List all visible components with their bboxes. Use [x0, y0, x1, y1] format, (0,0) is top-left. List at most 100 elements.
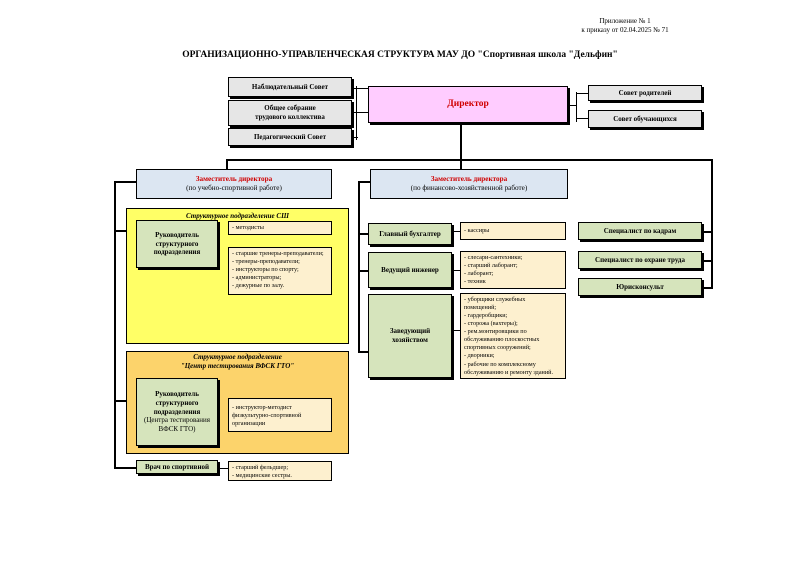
deputy-finance-subtitle: (по финансово-хозяйственной работе) — [410, 184, 528, 192]
staff-item: обслуживанию и ремонту зданий. — [464, 368, 554, 376]
connector — [576, 118, 588, 119]
staff-item: - медицинские сестры. — [232, 472, 292, 480]
connector — [114, 400, 126, 402]
connector — [358, 181, 370, 183]
deputy-sport-subtitle: (по учебно-спортивной работе) — [186, 184, 282, 192]
staff-item: физкультурно-спортивной — [232, 412, 302, 420]
division-sh-head-line-3: подразделения — [153, 248, 201, 257]
staff-item: - гардеробщики; — [464, 312, 508, 320]
connector — [576, 93, 588, 94]
staff-item: спортивных сооружений; — [464, 344, 531, 352]
connector — [460, 124, 462, 160]
general-meeting-line-2: трудового коллектива — [255, 113, 325, 121]
connector — [352, 137, 358, 138]
parents-council-label: Совет родителей — [618, 88, 672, 97]
doctor-staff-list: - старший фельдшер; - медицинские сестры… — [228, 461, 332, 481]
connector — [702, 260, 713, 262]
housekeeping-staff-list: - уборщики служебных помещений; - гардер… — [460, 293, 566, 379]
connector — [576, 92, 577, 122]
director-box: Директор — [368, 86, 568, 123]
staff-item: - уборщики служебных — [464, 296, 526, 303]
accountant-staff-list: - кассиры — [460, 222, 566, 240]
staff-item: - тренеры-преподаватели; — [232, 258, 300, 266]
general-meeting-box: Общее собрание трудового коллектива — [228, 100, 352, 126]
division-sh-staff-list: - старшие тренеры-преподаватели; - трене… — [228, 247, 332, 295]
staff-item: - инструктор-методист — [232, 404, 292, 411]
division-sh-head-box: Руководитель структурного подразделения — [136, 220, 218, 268]
connector — [352, 88, 368, 89]
hr-specialist-box: Специалист по кадрам — [578, 222, 702, 240]
division-sh-head-line-2: структурного — [155, 239, 199, 248]
pedagogical-council-box: Педагогический Совет — [228, 128, 352, 146]
deputy-sport-box: Заместитель директора (по учебно-спортив… — [136, 169, 332, 199]
supervisory-council-label: Наблюдательный Совет — [251, 82, 329, 91]
connector — [356, 86, 357, 140]
staff-item: организации — [232, 420, 266, 428]
staff-item: - старшие тренеры-преподаватели; — [232, 250, 324, 257]
division-gto-head-box: Руководитель структурного подразделения … — [136, 378, 218, 446]
connector — [358, 270, 368, 272]
staff-item: - техник — [464, 278, 486, 286]
connector — [226, 159, 713, 161]
connector — [568, 105, 576, 106]
engineer-label: Ведущий инженер — [381, 265, 439, 274]
staff-item: - старший фельдшер; — [232, 464, 289, 471]
connector — [702, 231, 713, 233]
lawyer-box: Юрисконсульт — [578, 278, 702, 296]
parents-council-box: Совет родителей — [588, 85, 702, 101]
page-title: ОРГАНИЗАЦИОННО-УПРАВЛЕНЧЕСКАЯ СТРУКТУРА … — [182, 50, 618, 60]
staff-item: - старший лаборант; — [464, 262, 518, 270]
deputy-sport-title: Заместитель директора — [195, 175, 273, 183]
staff-item: - рем.монтировщики по — [464, 328, 527, 336]
accountant-label: Главный бухгалтер — [379, 229, 441, 238]
connector — [452, 270, 460, 271]
appendix-line-2: к приказу от 02.04.2025 № 71 — [581, 26, 669, 35]
connector — [358, 351, 368, 353]
supervisory-council-box: Наблюдательный Совет — [228, 77, 352, 97]
division-gto-title-line-1: Структурное подразделение — [193, 353, 282, 361]
staff-item: помещений; — [464, 304, 497, 312]
staff-item: обслуживанию плоскостных — [464, 336, 540, 344]
staff-item: - рабочие по комплексному — [464, 360, 536, 368]
staff-item: - лаборант; — [464, 270, 494, 278]
connector — [352, 112, 368, 113]
general-meeting-line-1: Общее собрание — [264, 104, 316, 113]
connector — [452, 231, 460, 232]
connector — [114, 181, 136, 183]
accountant-box: Главный бухгалтер — [368, 223, 452, 245]
staff-item: - администраторы; — [232, 274, 282, 282]
division-gto-head-line-4: (Центра тестирования — [143, 416, 211, 425]
deputy-finance-title: Заместитель директора — [430, 175, 508, 183]
connector — [702, 287, 713, 289]
pedagogical-council-label: Педагогический Совет — [253, 132, 327, 141]
housekeeping-box: Заведующий хозяйством — [368, 294, 452, 378]
hr-specialist-label: Специалист по кадрам — [603, 226, 677, 235]
connector — [358, 233, 368, 235]
appendix-line-1: Приложение № 1 — [599, 17, 651, 25]
division-gto-head-line-2: структурного — [155, 398, 199, 407]
connector — [114, 467, 136, 469]
students-council-box: Совет обучающихся — [588, 110, 702, 128]
staff-item: - кассиры — [464, 227, 490, 234]
staff-item: - сторожа (вахтеры); — [464, 320, 518, 328]
staff-item: - дежурные по залу. — [232, 282, 285, 290]
connector — [114, 230, 126, 232]
connector — [711, 159, 713, 289]
division-gto-title: Структурное подразделение "Центр тестиро… — [126, 353, 349, 371]
connector — [114, 181, 116, 469]
division-gto-head-line-5: ВФСК ГТО) — [158, 425, 196, 434]
connector — [218, 468, 228, 469]
labor-safety-specialist-box: Специалист по охране труда — [578, 251, 702, 269]
labor-safety-specialist-label: Специалист по охране труда — [595, 255, 685, 264]
division-gto-head-line-3: подразделения — [153, 407, 201, 416]
division-gto-title-line-2: "Центр тестирования ВФСК ГТО" — [180, 362, 295, 371]
connector — [358, 181, 360, 353]
staff-item: - слесари-сантехники; — [464, 254, 523, 261]
division-sh-title: Структурное подразделение СШ — [186, 212, 289, 220]
division-sh-methodists: - методисты — [228, 221, 332, 235]
lawyer-label: Юрисконсульт — [616, 282, 664, 291]
staff-item: - инструкторы по спорту; — [232, 266, 299, 274]
staff-item: - дворники; — [464, 352, 495, 360]
methodists-item: - методисты — [232, 224, 264, 231]
students-council-label: Совет обучающихся — [613, 114, 677, 123]
